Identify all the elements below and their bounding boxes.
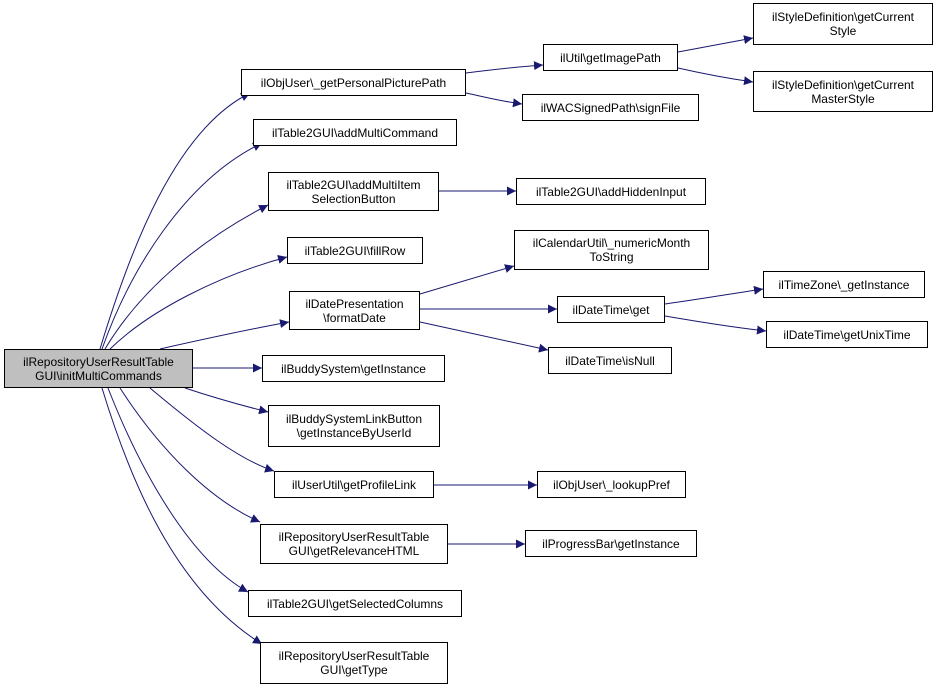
node-getimagepath[interactable]: ilUtil\getImagePath [543,44,678,71]
edge-getimagepath-getcurrentmasterstyle [677,67,754,86]
node-label: ilBuddySystem\getInstance [281,361,426,376]
edge-formatdate-datetimeisnull [419,321,549,353]
node-label: ilTable2GUI\getSelectedColumns [266,596,444,611]
node-label: ilObjUser\_lookupPref [553,477,670,492]
edge-datetimeget-timezone [664,285,764,305]
edge-root-addmultiitemselectionbutton [104,204,269,350]
node-getcurrentstyle[interactable]: ilStyleDefinition\getCurrent Style [753,3,933,45]
node-gettype[interactable]: ilRepositoryUserResultTable GUI\getType [260,642,448,684]
node-label: ilBuddySystemLinkButton \getInstanceByUs… [285,412,423,440]
node-label: ilTimeZone\_getInstance [778,277,910,292]
node-label: ilDateTime\get [572,302,650,317]
edge-getimagepath-getcurrentstyle [677,35,754,53]
node-label: ilCalendarUtil\_numericMonth ToString [532,236,691,264]
node-signfile[interactable]: ilWACSignedPath\signFile [522,94,699,121]
node-label: ilRepositoryUserResultTable GUI\initMult… [23,354,174,383]
edge-picturepath-signfile [465,92,523,108]
edge-root-fillrow [109,254,288,350]
node-getunixtime[interactable]: ilDateTime\getUnixTime [766,321,928,348]
node-addmultiitemselectionbutton[interactable]: ilTable2GUI\addMultiItem SelectionButton [268,172,439,211]
node-timezone-getinstance[interactable]: ilTimeZone\_getInstance [763,271,925,298]
node-datetime-isnull[interactable]: ilDateTime\isNull [548,347,672,374]
node-label: ilRepositoryUserResultTable GUI\getRelev… [278,530,430,558]
node-getselectedcolumns[interactable]: ilTable2GUI\getSelectedColumns [248,590,462,617]
node-buddysystem-getinstance[interactable]: ilBuddySystem\getInstance [262,355,445,382]
node-numericmonthtostring[interactable]: ilCalendarUtil\_numericMonth ToString [514,230,709,270]
edge-picturepath-getimagepath [465,61,544,74]
edge-root-formatdate [159,319,290,350]
node-label: ilDateTime\getUnixTime [783,327,911,342]
edge-root-getprofilelink [149,387,275,473]
node-label: ilWACSignedPath\signFile [540,100,681,115]
node-getprofilelink[interactable]: ilUserUtil\getProfileLink [274,471,434,498]
edge-root-getpersonalpicturepath [99,92,251,350]
node-label: ilDateTime\isNull [565,353,655,368]
node-label: ilTable2GUI\fillRow [304,243,406,258]
edge-formatdate-numericmonth [419,264,515,295]
node-lookuppref[interactable]: ilObjUser\_lookupPref [537,471,686,498]
node-label: ilStyleDefinition\getCurrent MasterStyle [771,77,915,106]
node-label: ilTable2GUI\addHiddenInput [535,184,687,199]
node-fillrow[interactable]: ilTable2GUI\fillRow [287,237,423,264]
node-label: ilObjUser\_getPersonalPicturePath [260,75,447,90]
node-label: ilUserUtil\getProfileLink [291,477,417,492]
node-progressbar-getinstance[interactable]: ilProgressBar\getInstance [525,530,697,557]
edge-root-gettype [101,387,263,645]
node-label: ilStyleDefinition\getCurrent Style [771,10,915,38]
node-label: ilTable2GUI\addMultiItem SelectionButton [286,177,421,206]
edge-root-getselectedcolumns [107,387,249,593]
node-addmulticommand[interactable]: ilTable2GUI\addMultiCommand [253,119,457,146]
node-getrelevancehtml[interactable]: ilRepositoryUserResultTable GUI\getRelev… [260,524,448,564]
node-label: ilRepositoryUserResultTable GUI\getType [278,649,430,677]
node-label: ilUtil\getImagePath [560,50,661,65]
node-getpersonalpicturepath[interactable]: ilObjUser\_getPersonalPicturePath [241,69,466,96]
edge-root-addmulticommand [101,142,263,350]
node-label: ilTable2GUI\addMultiCommand [271,125,439,140]
node-label: ilProgressBar\getInstance [542,536,680,551]
node-getinstancebyuserid[interactable]: ilBuddySystemLinkButton \getInstanceByUs… [268,405,440,447]
edge-root-getinstancebyuserid [184,387,269,415]
node-getcurrentmasterstyle[interactable]: ilStyleDefinition\getCurrent MasterStyle [753,71,933,112]
edge-datetimeget-unixtime [664,315,767,335]
node-formatdate[interactable]: ilDatePresentation \formatDate [289,291,420,330]
node-root-initmulticommands[interactable]: ilRepositoryUserResultTable GUI\initMult… [4,349,193,388]
node-label: ilDatePresentation \formatDate [305,296,404,325]
edge-root-getrelevancehtml [119,387,261,523]
node-addhiddeninput[interactable]: ilTable2GUI\addHiddenInput [516,178,706,205]
node-datetime-get[interactable]: ilDateTime\get [557,296,665,323]
